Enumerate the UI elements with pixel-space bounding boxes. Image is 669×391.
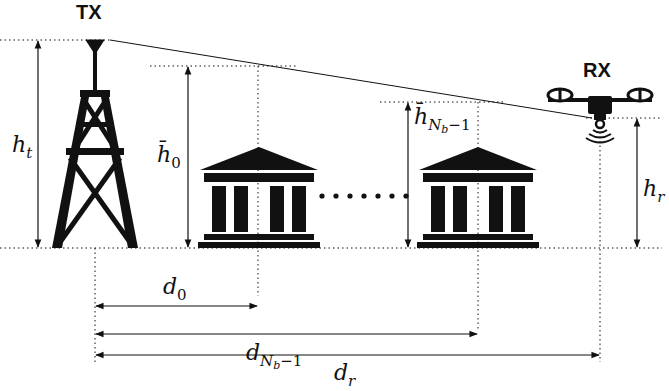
symbol-text: RX: [583, 59, 611, 81]
subscript-text: N: [260, 352, 273, 370]
subscript-text: −1: [280, 352, 302, 370]
distance-label: d0: [163, 276, 187, 298]
height-label: h̄0: [157, 144, 181, 166]
subscript-text: t: [26, 144, 32, 162]
subscript-text: −1: [448, 116, 470, 134]
tx-label: TX: [76, 2, 102, 22]
symbol-text: TX: [76, 1, 102, 23]
height-label: h̄Nb−1: [414, 106, 470, 128]
symbol-text: d: [163, 274, 177, 299]
subscript-text: r: [657, 188, 664, 206]
height-label: ht: [12, 134, 32, 156]
rx-label: RX: [583, 60, 611, 80]
symbol-text: h̄: [157, 142, 171, 167]
subscript-text: b: [441, 123, 448, 136]
distance-label: dr: [334, 362, 355, 384]
subscript-text: N: [428, 116, 441, 134]
symbol-text: d: [334, 360, 348, 385]
symbol-text: h̄: [414, 104, 428, 129]
symbol-text: h: [12, 132, 26, 157]
subscript-text: 0: [177, 286, 187, 304]
symbol-text: h: [643, 176, 657, 201]
distance-label: dNb−1: [246, 342, 302, 364]
symbol-text: d: [246, 340, 260, 365]
subscript-text: b: [273, 359, 280, 372]
subscript-text: r: [348, 372, 355, 390]
height-label: hr: [643, 178, 664, 200]
subscript-text: 0: [171, 154, 181, 172]
